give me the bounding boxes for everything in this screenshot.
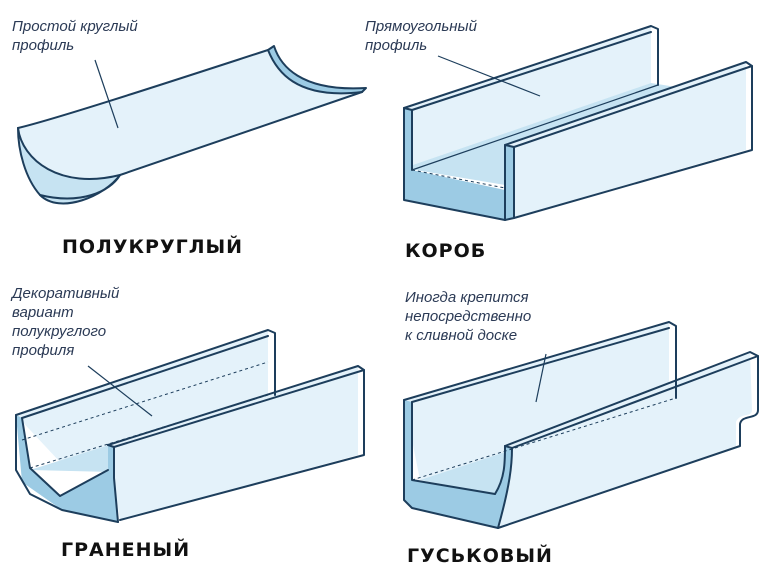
- half-round-gutter-drawing: [17, 45, 367, 205]
- ogee-note-line-3: к сливной доске: [405, 327, 518, 344]
- faceted-gutter-drawing: [15, 329, 365, 523]
- faceted-note-line-1: Декоративный: [12, 285, 120, 302]
- half-round-leader-line: [94, 59, 119, 129]
- ogee-caption: ГУСЬКОВЫЙ: [407, 545, 553, 567]
- box-note-line-1: Прямоугольный: [365, 18, 477, 35]
- faceted-note: Декоративный вариант полукруглого профил…: [12, 284, 119, 360]
- box-note-line-2: профиль: [365, 37, 428, 54]
- box-leader-line: [437, 55, 541, 97]
- half-round-caption: ПОЛУКРУГЛЫЙ: [62, 236, 244, 258]
- faceted-note-line-2: вариант: [12, 304, 74, 321]
- ogee-note-line-1: Иногда крепится: [405, 289, 529, 306]
- ogee-leader-line: [535, 353, 547, 403]
- ogee-note-line-2: непосредственно: [405, 308, 532, 325]
- box-note: Прямоугольный профиль: [365, 17, 477, 55]
- faceted-caption: ГРАНЕНЫЙ: [61, 539, 191, 561]
- box-caption: КОРОБ: [405, 240, 487, 262]
- faceted-note-line-4: профиля: [12, 342, 75, 359]
- ogee-note: Иногда крепится непосредственно к сливно…: [405, 288, 531, 345]
- box-gutter-drawing: [403, 25, 753, 221]
- half-round-note: Простой круглый профиль: [12, 17, 138, 55]
- faceted-note-line-3: полукруглого: [12, 323, 107, 340]
- half-round-note-line-1: Простой круглый: [12, 18, 138, 35]
- ogee-gutter-drawing: [403, 321, 759, 529]
- faceted-leader-line: [87, 365, 153, 417]
- half-round-note-line-2: профиль: [12, 37, 75, 54]
